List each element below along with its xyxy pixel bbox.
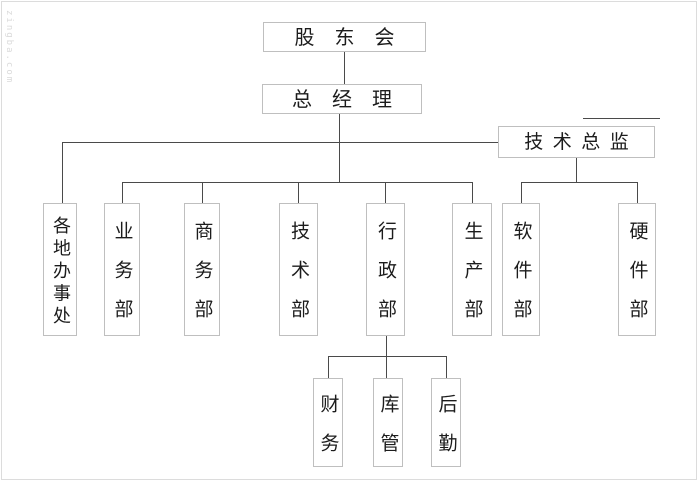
connector-stub-software: [521, 182, 522, 203]
node-technical-director: 技术总监: [498, 126, 655, 158]
node-dept-software-label: 软件部: [510, 221, 533, 338]
node-dept-commerce-label: 商务部: [191, 221, 214, 338]
node-sub-logistics: 后勤: [431, 378, 461, 471]
connector-stub-business: [122, 182, 123, 203]
connector-stub-administration: [385, 182, 386, 203]
connector-offices-drop: [62, 142, 63, 203]
connector-admin-drop: [386, 336, 387, 378]
node-general-manager: 总经理: [262, 84, 422, 114]
node-dept-administration-label: 行政部: [375, 221, 397, 338]
node-dept-commerce: 商务部: [184, 203, 220, 338]
node-sub-finance: 财务: [313, 378, 343, 471]
connector-stub-hardware: [637, 182, 638, 203]
connector-stub-logistics: [446, 356, 447, 378]
connector-stub-finance: [328, 356, 329, 378]
node-shareholders-label: 股东会: [294, 25, 415, 49]
node-general-manager-label: 总经理: [292, 87, 412, 111]
node-dept-software: 软件部: [502, 203, 540, 338]
node-dept-technology: 技术部: [279, 203, 318, 338]
node-dept-production: 生产部: [452, 203, 492, 338]
node-shareholders: 股东会: [263, 22, 426, 52]
node-technical-director-label: 技术总监: [524, 130, 639, 153]
node-sub-warehouse: 库管: [373, 378, 403, 471]
connector-shareholders-gm: [344, 52, 345, 84]
connector-admin-bus: [328, 356, 446, 357]
node-dept-administration: 行政部: [366, 203, 405, 338]
node-dept-offices-label: 各地办事处: [50, 215, 71, 329]
page-border-frame: [1, 1, 697, 480]
connector-td-bus: [521, 182, 637, 183]
node-dept-business: 业务部: [104, 203, 140, 338]
node-dept-technology-label: 技术部: [288, 221, 310, 338]
node-dept-offices: 各地办事处: [43, 203, 77, 336]
node-dept-hardware: 硬件部: [618, 203, 656, 338]
watermark: zingba.com: [4, 10, 14, 85]
node-sub-finance-label: 财务: [317, 393, 340, 472]
node-dept-production-label: 生产部: [461, 221, 484, 338]
connector-branch-technical-director: [62, 142, 498, 143]
connector-stub-technology: [298, 182, 299, 203]
node-sub-warehouse-label: 库管: [377, 393, 400, 472]
connector-stray-top-right: [583, 118, 660, 119]
node-sub-logistics-label: 后勤: [435, 393, 458, 472]
connector-departments-bus: [122, 182, 472, 183]
connector-td-drop: [576, 158, 577, 182]
node-dept-hardware-label: 硬件部: [626, 221, 649, 338]
connector-stub-production: [472, 182, 473, 203]
connector-stub-commerce: [202, 182, 203, 203]
node-dept-business-label: 业务部: [111, 221, 134, 338]
connector-gm-drop: [339, 114, 340, 183]
